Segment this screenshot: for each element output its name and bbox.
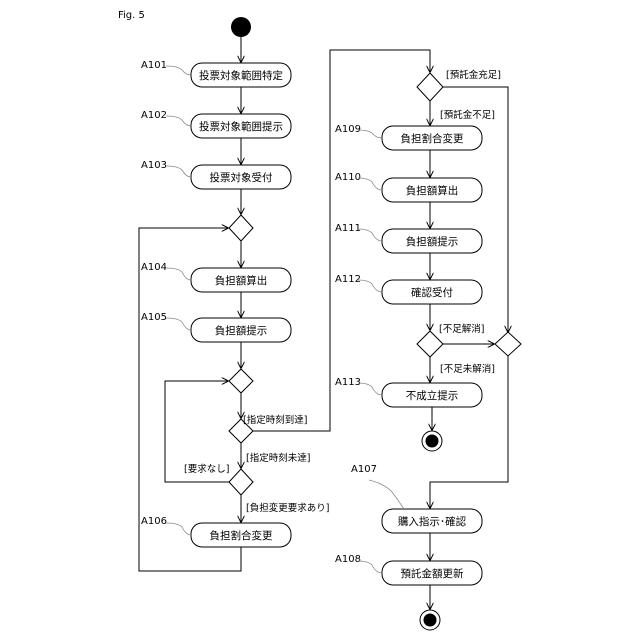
- activity-a101-id: A101: [141, 60, 167, 71]
- activity-a111-label: 負担額提示: [406, 235, 459, 248]
- activity-a112-id: A112: [335, 274, 361, 285]
- activity-a112-label: 確認受付: [411, 286, 453, 299]
- figure-label: Fig. 5: [118, 10, 145, 21]
- leader-a109: [358, 130, 382, 138]
- leader-a110: [358, 178, 382, 190]
- initial-node: [231, 17, 251, 37]
- activity-a102-label: 投票対象範囲提示: [199, 120, 283, 133]
- leader-a102: [166, 116, 191, 126]
- guard-no-request: [要求なし]: [184, 463, 229, 475]
- activity-a105-label: 負担額提示: [215, 324, 268, 337]
- leader-a112: [358, 280, 382, 292]
- guard-deposit-sufficient: [預託金充足]: [446, 69, 501, 81]
- leader-a101: [166, 66, 191, 75]
- activity-a110-label: 負担額算出: [406, 184, 459, 197]
- leader-a104: [166, 268, 191, 280]
- activity-a108-label: 預託金額更新: [401, 567, 464, 580]
- guard-time-reached: [指定時刻到達]: [243, 414, 307, 426]
- activity-a106-id: A106: [141, 516, 167, 527]
- activity-a109: 負担割合変更: [382, 126, 482, 150]
- activity-a113: 不成立提示: [382, 383, 482, 407]
- activity-a104-id: A104: [141, 262, 167, 273]
- merge-node-loop: [229, 215, 253, 241]
- activity-a106-label: 負担割合変更: [210, 529, 273, 542]
- leader-a106: [166, 523, 191, 535]
- activity-a102-id: A102: [141, 110, 167, 121]
- activity-a106: 負担割合変更: [191, 523, 291, 547]
- guard-change-requested: [負担変更要求あり]: [246, 502, 329, 514]
- activity-a109-id: A109: [335, 124, 361, 135]
- guard-deposit-insufficient: [預託金不足]: [440, 109, 495, 121]
- merge-node-purchase: [495, 332, 521, 356]
- activity-a104: 負担額算出: [191, 268, 291, 292]
- activity-a109-label: 負担割合変更: [401, 132, 464, 145]
- activity-a101-label: 投票対象範囲特定: [199, 69, 283, 82]
- activity-a105: 負担額提示: [191, 318, 291, 342]
- guard-shortage-unresolved: [不足未解消]: [440, 363, 495, 375]
- activity-a108: 預託金額更新: [382, 561, 482, 585]
- activity-a112: 確認受付: [382, 280, 482, 304]
- leader-a111: [358, 229, 382, 241]
- final-node-success: [420, 610, 440, 630]
- activity-a105-id: A105: [141, 312, 167, 323]
- decision-node-request: [229, 469, 253, 495]
- activity-a101: 投票対象範囲特定: [191, 63, 291, 87]
- activity-a107-label: 購入指示･確認: [398, 515, 467, 528]
- activity-a107-id: A107: [351, 464, 377, 475]
- flow-to-purchase: [430, 356, 508, 508]
- activity-a103-label: 投票対象受付: [210, 171, 273, 184]
- activity-a108-id: A108: [335, 554, 361, 565]
- guard-shortage-resolved: [不足解消]: [439, 323, 484, 335]
- activity-a103-id: A103: [141, 160, 167, 171]
- leader-a113: [358, 383, 382, 395]
- leader-a105: [166, 318, 191, 330]
- leader-a108: [358, 561, 382, 573]
- activity-a113-id: A113: [335, 377, 361, 388]
- activity-a110-id: A110: [335, 172, 361, 183]
- guard-time-not-reached: [指定時刻未達]: [246, 452, 310, 464]
- leader-a107: [369, 480, 404, 509]
- activity-a107: 購入指示･確認: [382, 509, 482, 533]
- activity-a104-label: 負担額算出: [215, 274, 268, 287]
- decision-node-deposit: [417, 73, 443, 101]
- activity-a102: 投票対象範囲提示: [191, 114, 291, 138]
- final-node-failure: [422, 431, 442, 451]
- activity-a110: 負担額算出: [382, 178, 482, 202]
- merge-node-wait: [229, 369, 253, 393]
- activity-a113-label: 不成立提示: [406, 389, 459, 402]
- leader-a103: [166, 166, 191, 177]
- activity-a111-id: A111: [335, 223, 361, 234]
- activity-a111: 負担額提示: [382, 229, 482, 253]
- activity-a103: 投票対象受付: [191, 165, 291, 189]
